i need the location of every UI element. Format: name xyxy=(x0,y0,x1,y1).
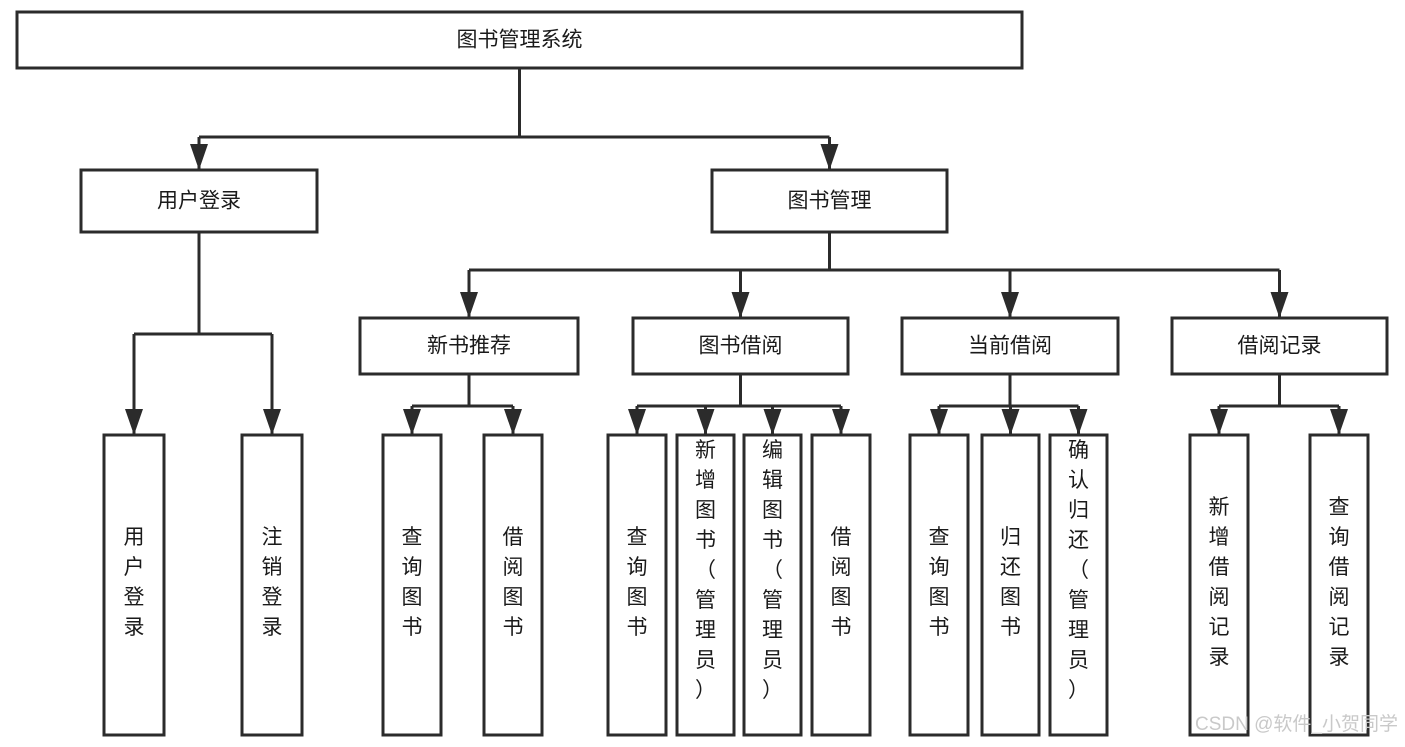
node-book-manage-label: 图书管理 xyxy=(788,190,872,213)
node-book-borrow-label: 图书借阅 xyxy=(699,335,783,358)
connector-arrowhead xyxy=(731,292,750,318)
node-leaf-query-book-1[interactable]: 查询图书 xyxy=(381,433,443,737)
node-leaf-query-book-1-box xyxy=(381,433,443,737)
connector-arrowhead xyxy=(504,409,522,435)
node-leaf-return-book[interactable]: 归还图书 xyxy=(980,433,1041,737)
connector-arrowhead xyxy=(1270,292,1289,318)
node-borrow-record-box xyxy=(1170,316,1389,376)
connector-arrowhead xyxy=(1001,292,1019,318)
node-leaf-user-login-box xyxy=(102,433,166,737)
connector-arrowhead xyxy=(832,409,850,435)
connector-arrowhead xyxy=(1330,409,1348,435)
node-leaf-return-book-label: 归还图书 xyxy=(1000,526,1021,639)
connector-arrowhead xyxy=(696,409,715,435)
node-leaf-logout-login-box xyxy=(240,433,304,737)
node-borrow-record-label: 借阅记录 xyxy=(1238,335,1322,358)
node-leaf-borrow-book-2[interactable]: 借阅图书 xyxy=(810,433,872,737)
connector-arrowhead xyxy=(820,144,839,170)
node-book-borrow[interactable]: 图书借阅 xyxy=(631,316,850,376)
node-root-box xyxy=(15,10,1024,70)
node-user-login-label: 用户登录 xyxy=(157,190,241,213)
node-leaf-query-book-1-label: 查询图书 xyxy=(402,526,423,639)
node-leaf-query-book-2-label: 查询图书 xyxy=(627,526,648,639)
node-new-book-recommend-box xyxy=(358,316,580,376)
node-user-login[interactable]: 用户登录 xyxy=(79,168,319,234)
node-leaf-edit-book-label: 编辑图书（管理员） xyxy=(762,439,783,702)
node-layer: 图书管理系统用户登录图书管理新书推荐图书借阅当前借阅借阅记录用户登录注销登录查询… xyxy=(15,10,1389,737)
node-new-book-recommend-label: 新书推荐 xyxy=(427,335,511,358)
node-leaf-query-book-3[interactable]: 查询图书 xyxy=(908,433,970,737)
node-book-manage-box xyxy=(710,168,949,234)
node-current-borrow-label: 当前借阅 xyxy=(968,335,1052,358)
node-book-manage[interactable]: 图书管理 xyxy=(710,168,949,234)
node-leaf-return-book-box xyxy=(980,433,1041,737)
node-leaf-borrow-book-1-box xyxy=(482,433,544,737)
node-leaf-query-book-3-label: 查询图书 xyxy=(929,526,950,639)
node-leaf-add-book-box xyxy=(675,433,736,737)
node-leaf-borrow-book-2-label: 借阅图书 xyxy=(831,526,852,639)
node-current-borrow[interactable]: 当前借阅 xyxy=(900,316,1120,376)
node-leaf-user-login-label: 用户登录 xyxy=(124,526,145,639)
node-current-borrow-box xyxy=(900,316,1120,376)
node-leaf-borrow-book-1[interactable]: 借阅图书 xyxy=(482,433,544,737)
node-leaf-add-record[interactable]: 新增借阅记录 xyxy=(1188,433,1250,737)
connector-arrowhead xyxy=(125,409,143,435)
node-leaf-logout-login-label: 注销登录 xyxy=(262,526,283,639)
node-leaf-edit-book[interactable]: 编辑图书（管理员） xyxy=(742,433,803,737)
node-leaf-query-book-3-box xyxy=(908,433,970,737)
node-leaf-confirm-return[interactable]: 确认归还（管理员） xyxy=(1048,433,1109,737)
connector-layer xyxy=(125,68,1348,435)
node-leaf-add-book[interactable]: 新增图书（管理员） xyxy=(675,433,736,737)
connector-arrowhead xyxy=(1001,409,1020,435)
node-leaf-query-book-2[interactable]: 查询图书 xyxy=(606,433,668,737)
node-book-borrow-box xyxy=(631,316,850,376)
node-new-book-recommend[interactable]: 新书推荐 xyxy=(358,316,580,376)
node-root[interactable]: 图书管理系统 xyxy=(15,10,1024,70)
connector-arrowhead xyxy=(460,292,478,318)
node-leaf-query-record-box xyxy=(1308,433,1370,737)
node-leaf-borrow-book-2-box xyxy=(810,433,872,737)
node-leaf-add-book-label: 新增图书（管理员） xyxy=(695,439,716,702)
node-user-login-box xyxy=(79,168,319,234)
node-leaf-query-record-label: 查询借阅记录 xyxy=(1329,496,1350,669)
node-leaf-confirm-return-label: 确认归还（管理员） xyxy=(1068,439,1089,702)
node-leaf-user-login[interactable]: 用户登录 xyxy=(102,433,166,737)
connector-arrowhead xyxy=(1210,409,1228,435)
connector-arrowhead xyxy=(1069,409,1088,435)
node-leaf-logout-login[interactable]: 注销登录 xyxy=(240,433,304,737)
connector-arrowhead xyxy=(930,409,948,435)
connector-arrowhead xyxy=(628,409,646,435)
node-leaf-add-record-label: 新增借阅记录 xyxy=(1209,496,1230,669)
node-leaf-edit-book-box xyxy=(742,433,803,737)
connector-arrowhead xyxy=(403,409,421,435)
node-leaf-query-book-2-box xyxy=(606,433,668,737)
connector-arrowhead xyxy=(263,409,281,435)
node-borrow-record[interactable]: 借阅记录 xyxy=(1170,316,1389,376)
connector-arrowhead xyxy=(190,144,208,170)
connector-arrowhead xyxy=(763,409,782,435)
node-leaf-borrow-book-1-label: 借阅图书 xyxy=(503,526,524,639)
csdn-watermark: CSDN @软件_小贺同学 xyxy=(1195,713,1398,735)
node-leaf-confirm-return-box xyxy=(1048,433,1109,737)
node-root-label: 图书管理系统 xyxy=(457,29,583,52)
node-leaf-query-record[interactable]: 查询借阅记录 xyxy=(1308,433,1370,737)
node-leaf-add-record-box xyxy=(1188,433,1250,737)
